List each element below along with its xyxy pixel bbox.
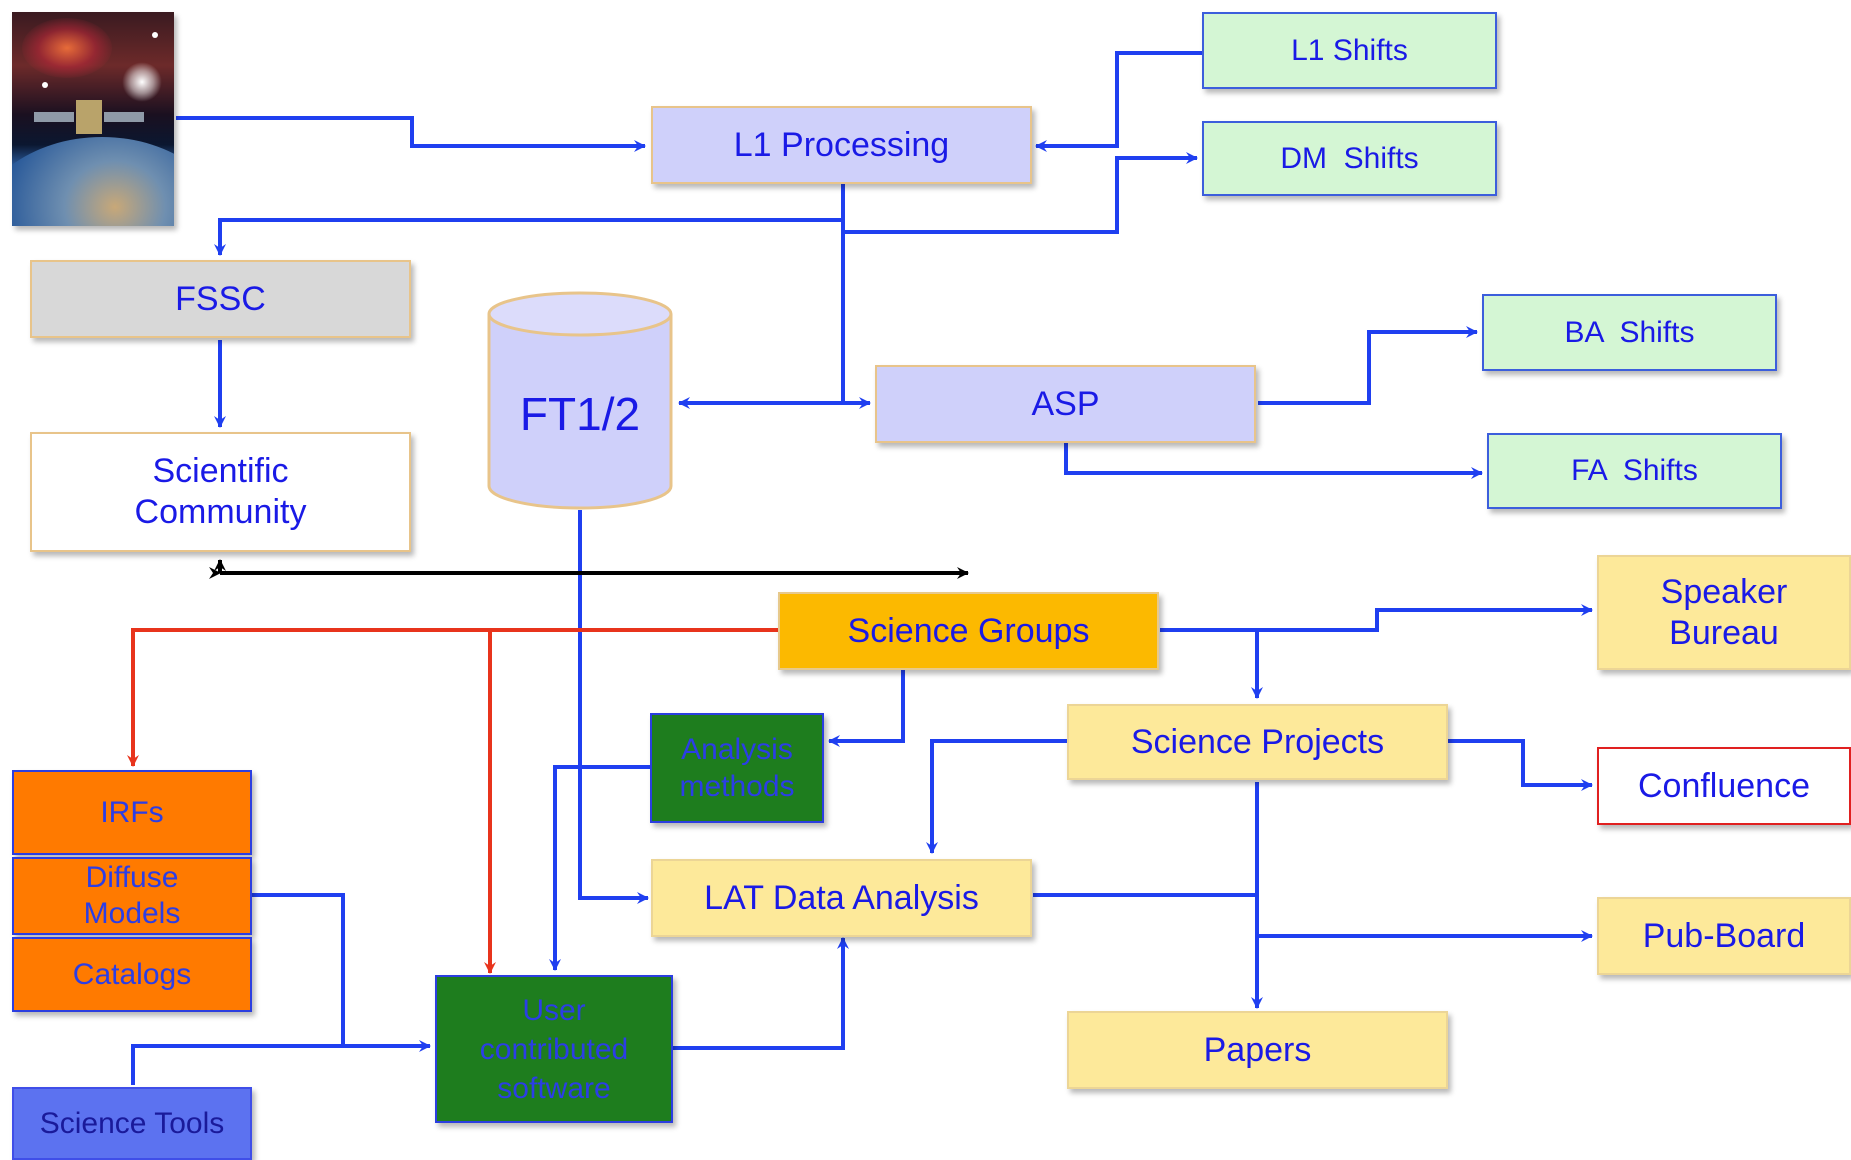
arrow-projects-to-lat xyxy=(926,739,1067,854)
node-catalogs[interactable]: Catalogs xyxy=(12,937,252,1012)
arrow-asp-to-ba xyxy=(1258,326,1478,405)
node-confluence[interactable]: Confluence xyxy=(1597,747,1851,825)
node-scientific-community[interactable]: Scientific Community xyxy=(30,432,411,552)
node-label: L1 Processing xyxy=(733,125,950,164)
node-label: LAT Data Analysis xyxy=(704,878,979,917)
bright-star xyxy=(122,62,162,102)
arrow-to-dm-shifts xyxy=(841,152,1198,234)
node-label: Diffuse Models xyxy=(83,861,181,930)
star xyxy=(152,32,158,38)
node-pub-board[interactable]: Pub-Board xyxy=(1597,897,1851,975)
node-label: Science Groups xyxy=(847,611,1090,650)
node-irfs[interactable]: IRFs xyxy=(12,770,252,855)
node-science-groups[interactable]: Science Groups xyxy=(778,592,1159,670)
earth-globe xyxy=(12,137,174,226)
star xyxy=(42,82,48,88)
arrow-l1-to-fssc xyxy=(214,218,843,256)
node-label: IRFs xyxy=(100,795,164,829)
node-speaker-bureau[interactable]: Speaker Bureau xyxy=(1597,555,1851,670)
node-label: FSSC xyxy=(175,279,266,318)
arrow-ft12-to-lat xyxy=(578,510,649,904)
node-label: FT1/2 xyxy=(519,388,641,441)
node-label: Catalogs xyxy=(72,957,192,991)
arrow-groups-to-irfs xyxy=(127,628,778,767)
arrow-methods-to-user xyxy=(549,765,650,971)
node-label: ASP xyxy=(1031,384,1100,423)
arrow-groups-to-methods xyxy=(828,670,905,747)
node-papers[interactable]: Papers xyxy=(1067,1011,1448,1089)
node-ft12-database[interactable] xyxy=(485,290,675,512)
node-ba-shifts[interactable]: BA Shifts xyxy=(1482,294,1777,371)
solar-panel-right xyxy=(104,112,144,122)
arrow-satellite-to-l1 xyxy=(176,116,646,152)
arrow-diffuse-to-user xyxy=(252,893,431,1052)
node-label: Papers xyxy=(1203,1030,1312,1069)
node-diffuse-models[interactable]: Diffuse Models xyxy=(12,857,252,935)
node-dm-shifts[interactable]: DM Shifts xyxy=(1202,121,1497,196)
node-asp[interactable]: ASP xyxy=(875,365,1256,443)
arrow-projects-to-confluence xyxy=(1448,739,1593,791)
node-label: FA Shifts xyxy=(1571,454,1698,487)
node-label: User contributed software xyxy=(479,993,629,1105)
satellite-over-earth-image xyxy=(12,12,174,226)
node-label: Scientific Community xyxy=(134,452,307,531)
node-label: L1 Shifts xyxy=(1291,33,1408,67)
solar-panel-left xyxy=(34,112,74,122)
arrow-user-to-lat xyxy=(673,937,849,1050)
node-fssc[interactable]: FSSC xyxy=(30,260,411,338)
node-label: Analysis methods xyxy=(679,732,795,804)
nebula-glow xyxy=(22,18,112,78)
node-analysis-methods[interactable]: Analysis methods xyxy=(650,713,824,823)
node-label: Pub-Board xyxy=(1642,916,1806,955)
arrow-l1-to-asp xyxy=(841,220,871,409)
arrow-l1shifts-to-l1 xyxy=(1035,51,1202,152)
arrow-lat-to-pubboard xyxy=(1033,893,1592,936)
node-label: BA Shifts xyxy=(1564,315,1695,349)
satellite-body xyxy=(76,100,102,134)
node-label: Science Tools xyxy=(39,1106,225,1140)
node-science-projects[interactable]: Science Projects xyxy=(1067,704,1448,780)
node-fa-shifts[interactable]: FA Shifts xyxy=(1487,433,1782,509)
node-label: DM Shifts xyxy=(1280,141,1419,175)
node-l1-processing[interactable]: L1 Processing xyxy=(651,106,1032,184)
arrow-groups-to-speaker xyxy=(1160,604,1593,632)
arrow-asp-to-fa xyxy=(1064,440,1483,479)
node-label: Speaker Bureau xyxy=(1660,572,1788,652)
node-l1-shifts[interactable]: L1 Shifts xyxy=(1202,12,1497,89)
node-ft12-label: FT1/2 xyxy=(490,380,670,450)
arrow-tools-to-user xyxy=(131,1044,343,1085)
node-science-tools[interactable]: Science Tools xyxy=(12,1087,252,1160)
node-label: Confluence xyxy=(1637,766,1810,805)
node-label: Science Projects xyxy=(1130,722,1385,761)
node-user-contributed-software[interactable]: User contributed software xyxy=(435,975,673,1123)
node-lat-data-analysis[interactable]: LAT Data Analysis xyxy=(651,859,1032,937)
